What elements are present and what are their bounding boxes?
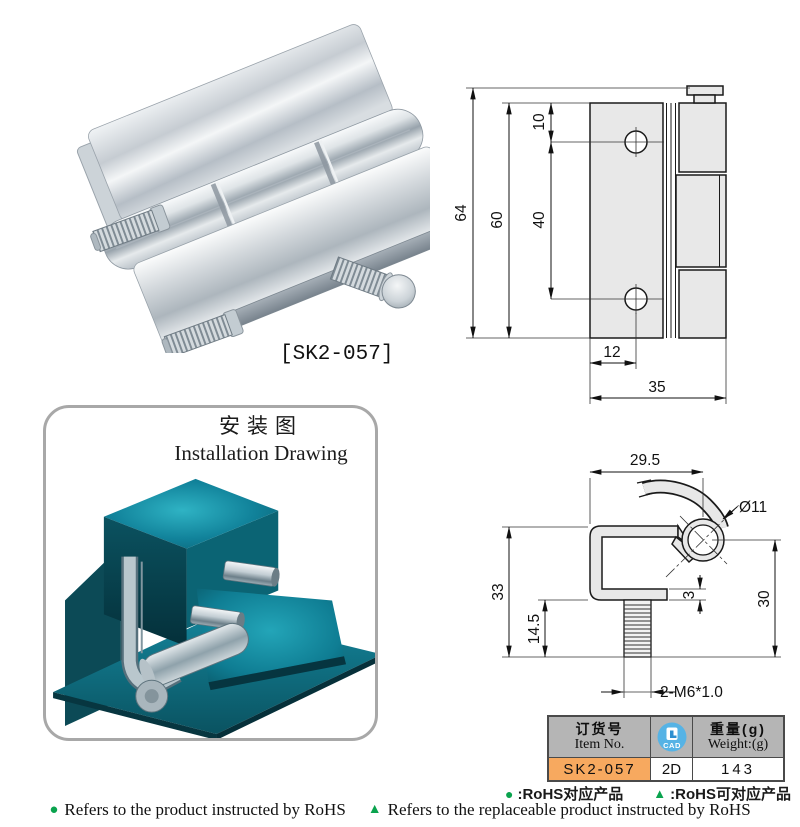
dimension-label: 33 bbox=[490, 583, 507, 600]
product-caption: [SK2-057] bbox=[280, 343, 394, 366]
rohs-note-en: ● Refers to the product instructed by Ro… bbox=[0, 800, 800, 820]
hinge-front-outline bbox=[589, 85, 727, 339]
installation-titles: 安装图 Installation Drawing bbox=[141, 410, 381, 466]
dimension-label: Ø11 bbox=[739, 499, 767, 516]
dimension-label: 29.5 bbox=[630, 452, 660, 469]
rohs-note-cn: ●:RoHS对应产品 ▲:RoHS可对应产品 bbox=[505, 783, 791, 804]
installation-title-cn: 安装图 bbox=[219, 415, 303, 438]
rohs-triangle-icon: ▲ bbox=[367, 802, 382, 817]
weight-header: 重量(g) Weight:(g) bbox=[692, 717, 783, 757]
stud-upper bbox=[222, 560, 280, 587]
front-view-drawing: 64 60 10 40 12 35 bbox=[453, 85, 727, 404]
weight-header-cn: 重量(g) bbox=[710, 720, 766, 737]
mounting-stud-lower bbox=[161, 309, 244, 353]
installation-box: 安装图 Installation Drawing bbox=[43, 405, 378, 741]
cad-icon-label: CAD bbox=[663, 741, 681, 750]
hook-arm bbox=[636, 479, 729, 531]
dimension-label: 35 bbox=[648, 379, 665, 396]
rohs-circle-icon: ● bbox=[504, 785, 514, 802]
installation-illustration bbox=[53, 478, 375, 738]
side-view-drawing: 29.5 Ø11 33 14.5 3 30 2-M6*1.0 bbox=[490, 452, 781, 701]
cad-icon: CAD bbox=[657, 722, 686, 752]
dimension-label: 10 bbox=[531, 113, 548, 131]
rohs-circle-icon: ● bbox=[49, 801, 59, 818]
hinge-photo-body bbox=[76, 24, 430, 353]
dimension-label: 3 bbox=[681, 591, 698, 600]
product-photo bbox=[76, 24, 430, 353]
rohs-note-cn-circle-text: :RoHS对应产品 bbox=[517, 786, 624, 803]
installation-title-en: Installation Drawing bbox=[174, 441, 348, 465]
door-panel-edge bbox=[208, 656, 347, 691]
rohs-note-cn-triangle-text: :RoHS可对应产品 bbox=[670, 786, 791, 803]
rohs-note-en-triangle-text: Refers to the replaceable product instru… bbox=[387, 800, 751, 819]
frame-box-top bbox=[103, 478, 279, 549]
dimension-lines bbox=[470, 87, 727, 401]
weight-header-en: Weight:(g) bbox=[707, 737, 769, 752]
dimension-label: 2-M6*1.0 bbox=[660, 684, 723, 701]
dimension-label: 14.5 bbox=[526, 614, 543, 644]
rohs-triangle-icon: ▲ bbox=[653, 786, 667, 801]
cad-header: CAD bbox=[650, 717, 692, 757]
cad-type-cell: 2D bbox=[650, 757, 692, 780]
mounting-stud-upper bbox=[90, 204, 171, 253]
item-no-header-cn: 订货号 bbox=[575, 720, 624, 737]
dimension-label: 12 bbox=[603, 344, 620, 361]
threaded-stud bbox=[623, 599, 652, 658]
dimension-label: 64 bbox=[453, 204, 470, 222]
spec-table: 订货号 Item No. CAD 重量(g) Weight:(g) SK2-05… bbox=[547, 715, 785, 782]
dimension-label: 30 bbox=[756, 590, 773, 608]
dimension-lines bbox=[506, 469, 778, 695]
item-no-header-en: Item No. bbox=[574, 737, 625, 752]
base-plate-edge bbox=[53, 692, 217, 738]
hinge-cylinder bbox=[139, 622, 249, 689]
extension-lines bbox=[502, 478, 781, 698]
item-no-header: 订货号 Item No. bbox=[549, 717, 650, 757]
dimension-label: 40 bbox=[531, 211, 548, 229]
weight-cell: 143 bbox=[692, 757, 783, 780]
hinge-pin bbox=[329, 256, 416, 309]
extension-lines bbox=[466, 87, 727, 404]
item-no-cell: SK2-057 bbox=[549, 757, 650, 780]
rohs-note-en-circle-text: Refers to the product instructed by RoHS bbox=[64, 800, 346, 819]
dimension-label: 60 bbox=[489, 211, 506, 229]
base-plate-edge2 bbox=[216, 657, 375, 738]
hinge-pin-center bbox=[144, 689, 159, 704]
